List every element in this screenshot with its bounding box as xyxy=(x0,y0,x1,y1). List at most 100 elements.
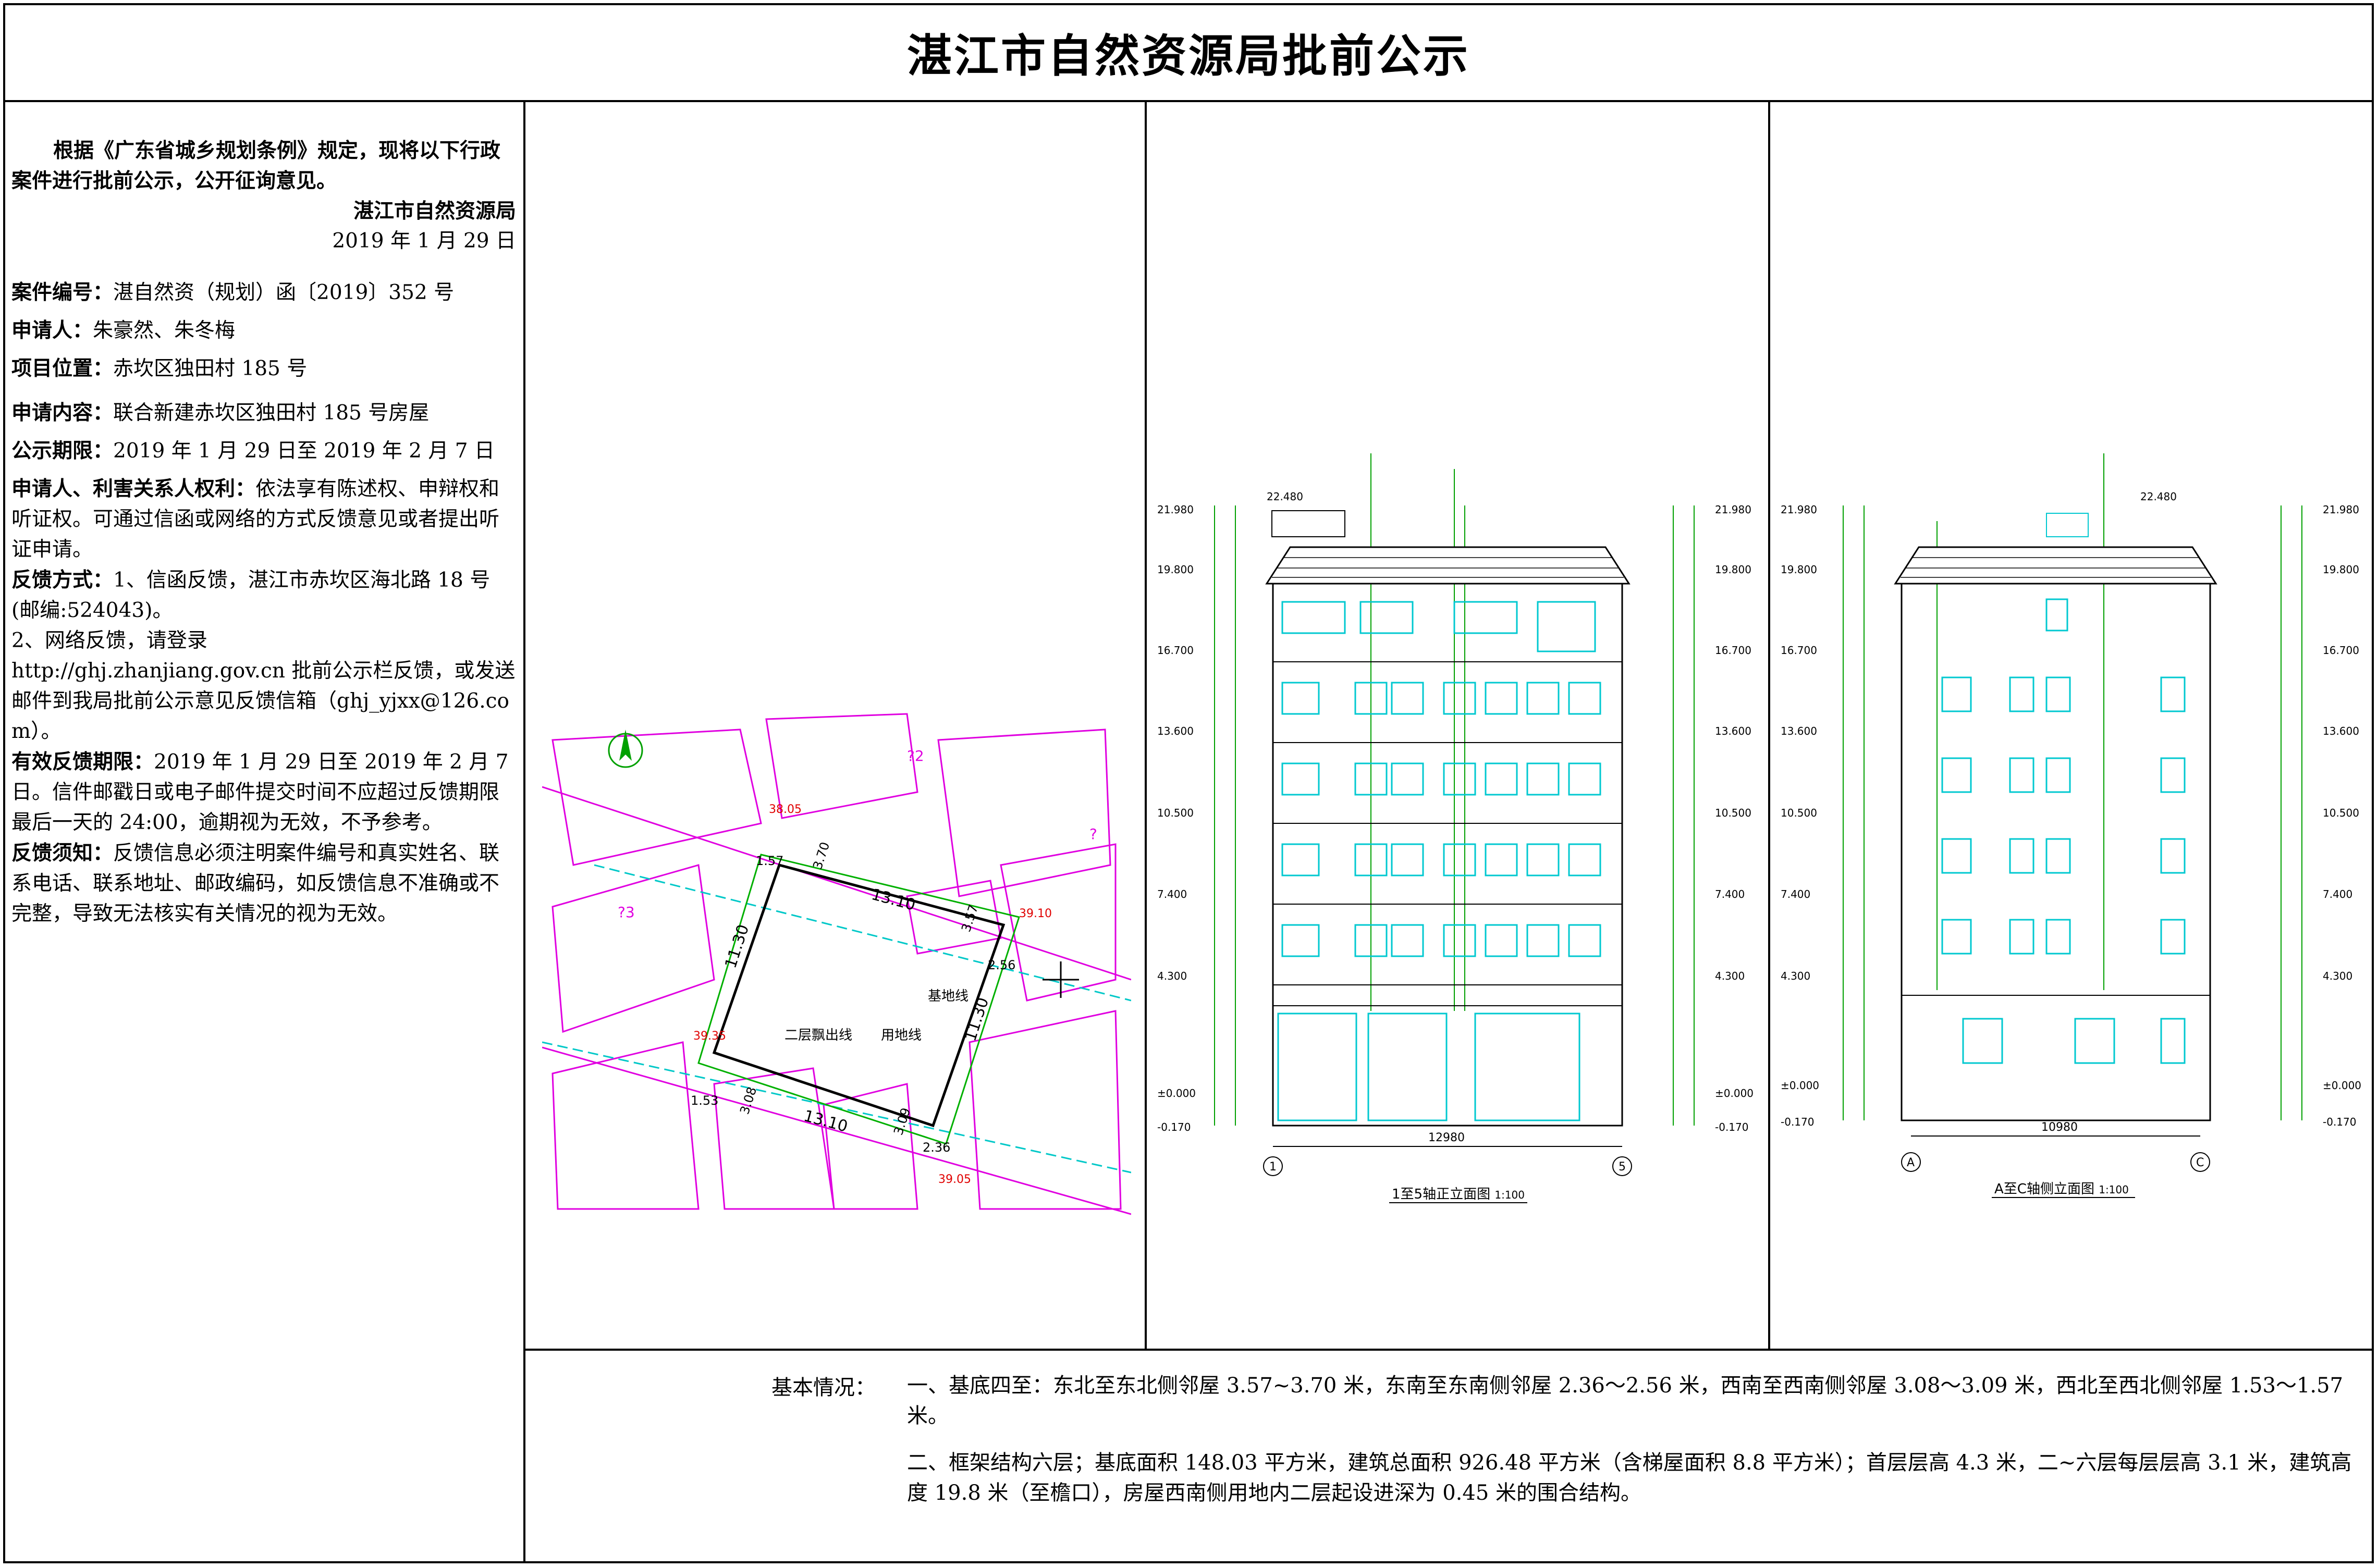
building-footprint xyxy=(712,863,1006,1128)
page-frame xyxy=(3,3,2374,1563)
cross-marker-icon xyxy=(1043,961,1079,998)
basic-item-1: 一、基底四至：东北至东北侧邻屋 3.57~3.70 米，东南至东南侧邻屋 2.3… xyxy=(907,1374,2344,1428)
plan-label: ?3 xyxy=(618,904,635,921)
basic-label: 基本情况： xyxy=(771,1376,876,1400)
level-label: 10.500 xyxy=(2323,807,2359,819)
level-label: 10.500 xyxy=(1781,807,1817,819)
width-dimension: 10980 xyxy=(2041,1121,2078,1134)
floor-lines xyxy=(1273,661,1622,1006)
plan-label: 二层飘出线 xyxy=(785,1028,852,1043)
level-label: 19.800 xyxy=(1715,563,1751,576)
notice-issuer: 湛江市自然资源局 xyxy=(353,199,516,223)
level-label: 13.600 xyxy=(1715,725,1751,737)
level-label: 22.480 xyxy=(1267,490,1303,503)
elevation-mark: 39.05 xyxy=(938,1173,971,1186)
drawing-caption: A至C轴侧立面图 1:100 xyxy=(1994,1181,2129,1197)
dim-label: 13.10 xyxy=(869,885,917,915)
drawing-caption: 1至5轴正立面图 1:100 xyxy=(1392,1187,1525,1202)
case-number: 案件编号：湛自然资（规划）函〔2019〕352 号 xyxy=(11,280,455,304)
site-boundary xyxy=(697,854,1020,1145)
dim-label: 11.30 xyxy=(721,922,753,971)
level-label: -0.170 xyxy=(1781,1116,1814,1128)
level-label: -0.170 xyxy=(2323,1116,2356,1128)
basic-description: 一、基底四至：东北至东北侧邻屋 3.57~3.70 米，东南至东南侧邻屋 2.3… xyxy=(907,1371,2367,1525)
case-feedback-3: http://ghj.zhanjiang.gov.cn 批前公示栏反馈，或发送邮… xyxy=(11,659,516,743)
case-notes: 反馈须知：反馈信息必须注明案件编号和真实姓名、联系电话、联系地址、邮政编码，如反… xyxy=(11,841,500,925)
plan-label: ? xyxy=(1089,825,1097,843)
level-labels-right: 21.980 19.800 16.700 13.600 10.500 7.400… xyxy=(2323,503,2361,1128)
axis-label: C xyxy=(2196,1156,2204,1169)
plan-label: 用地线 xyxy=(881,1028,922,1043)
notice-panel: 根据《广东省城乡规划条例》规定，现将以下行政案件进行批前公示，公开征询意见。 湛… xyxy=(11,135,516,929)
level-label: 13.600 xyxy=(1781,725,1817,737)
case-feedback: 反馈方式：1、信函反馈，湛江市赤坎区海北路 18 号(邮编:524043)。 xyxy=(11,568,491,622)
level-label: -0.170 xyxy=(1715,1121,1748,1133)
level-label: 21.980 xyxy=(1157,503,1194,516)
level-label: 19.800 xyxy=(1157,563,1194,576)
title-band: 湛江市自然资源局批前公示 xyxy=(3,3,2374,102)
dim-label: 2.56 xyxy=(988,958,1015,972)
level-label: 21.980 xyxy=(1715,503,1751,516)
level-labels-left: 21.980 19.800 16.700 13.600 10.500 7.400… xyxy=(1157,490,1303,1133)
road-lines xyxy=(542,786,1131,1215)
level-label: -0.170 xyxy=(1157,1121,1191,1133)
plan-label: ?2 xyxy=(907,747,924,764)
level-label: 7.400 xyxy=(1715,888,1745,900)
windows xyxy=(1277,601,1601,1121)
basic-item-2: 二、框架结构六层；基底面积 148.03 平方米，建筑总面积 926.48 平方… xyxy=(907,1451,2352,1505)
stair-penthouse-window xyxy=(2046,513,2089,537)
north-arrow-icon xyxy=(608,730,643,768)
axis-bubble xyxy=(1263,1156,1283,1176)
level-label: 7.400 xyxy=(2323,888,2352,900)
level-label: ±0.000 xyxy=(1157,1087,1196,1100)
dim-label: 1.57 xyxy=(756,854,783,868)
dim-label: 2.36 xyxy=(923,1140,950,1155)
elevation-mark: 39.10 xyxy=(1019,907,1052,920)
level-labels-left: 21.980 19.800 16.700 13.600 10.500 7.400… xyxy=(1781,490,2177,1128)
dim-label: 3.08 xyxy=(737,1085,759,1116)
building-body xyxy=(1272,583,1623,1127)
side-elevation-drawing: 21.980 19.800 16.700 13.600 10.500 7.400… xyxy=(1775,448,2370,1209)
elevation-mark: 38.05 xyxy=(769,803,802,816)
width-dimension: 12980 xyxy=(1428,1131,1465,1144)
level-label: ±0.000 xyxy=(2323,1079,2361,1092)
divider-left xyxy=(523,102,525,1563)
axis-label: 5 xyxy=(1619,1160,1626,1174)
level-label: 16.700 xyxy=(1715,644,1751,657)
level-label: ±0.000 xyxy=(1781,1079,1819,1092)
roof xyxy=(1894,546,2217,585)
level-label: 16.700 xyxy=(2323,644,2359,657)
neighbor-parcels xyxy=(551,713,1122,1210)
level-label: 21.980 xyxy=(1781,503,1817,516)
level-label: 4.300 xyxy=(1157,970,1187,982)
divider-mid1 xyxy=(1145,102,1147,1350)
case-valid: 有效反馈期限：2019 年 1 月 29 日至 2019 年 2 月 7 日。信… xyxy=(11,750,509,834)
case-rights: 申请人、利害关系人权利：依法享有陈述权、申辩权和听证权。可通过信函或网络的方式反… xyxy=(11,477,500,561)
axis-label: 1 xyxy=(1269,1160,1277,1174)
page-title: 湛江市自然资源局批前公示 xyxy=(907,30,1470,82)
windows xyxy=(1941,598,2186,1064)
divider-bottom xyxy=(523,1349,2374,1351)
site-plan: 13.10 13.10 11.30 11.30 3.70 3.57 3.08 3… xyxy=(542,709,1131,1219)
axis-bubble xyxy=(1901,1152,1921,1172)
axis-bubble xyxy=(2190,1152,2210,1172)
level-label: 10.500 xyxy=(1157,807,1194,819)
level-label: 16.700 xyxy=(1781,644,1817,657)
level-labels-right: 21.980 19.800 16.700 13.600 10.500 7.400… xyxy=(1715,503,1754,1133)
divider-mid2 xyxy=(1768,102,1770,1350)
level-label: ±0.000 xyxy=(1715,1087,1754,1100)
roof-tiles xyxy=(1901,557,2211,578)
level-label: 21.980 xyxy=(2323,503,2359,516)
roof xyxy=(1265,546,1631,585)
case-feedback-2: 2、网络反馈，请登录 xyxy=(11,629,207,652)
case-period: 公示期限：2019 年 1 月 29 日至 2019 年 2 月 7 日 xyxy=(11,439,495,463)
axis-label: A xyxy=(1907,1156,1915,1169)
level-label: 13.600 xyxy=(2323,725,2359,737)
stair-penthouse xyxy=(1271,510,1345,537)
front-elevation-drawing: 21.980 19.800 16.700 13.600 10.500 7.400… xyxy=(1152,448,1762,1209)
level-label: 4.300 xyxy=(1715,970,1745,982)
level-label: 13.600 xyxy=(1157,725,1194,737)
notice-date: 2019 年 1 月 29 日 xyxy=(332,229,516,253)
level-label: 16.700 xyxy=(1157,644,1194,657)
dimension-lines xyxy=(1843,453,2302,1120)
